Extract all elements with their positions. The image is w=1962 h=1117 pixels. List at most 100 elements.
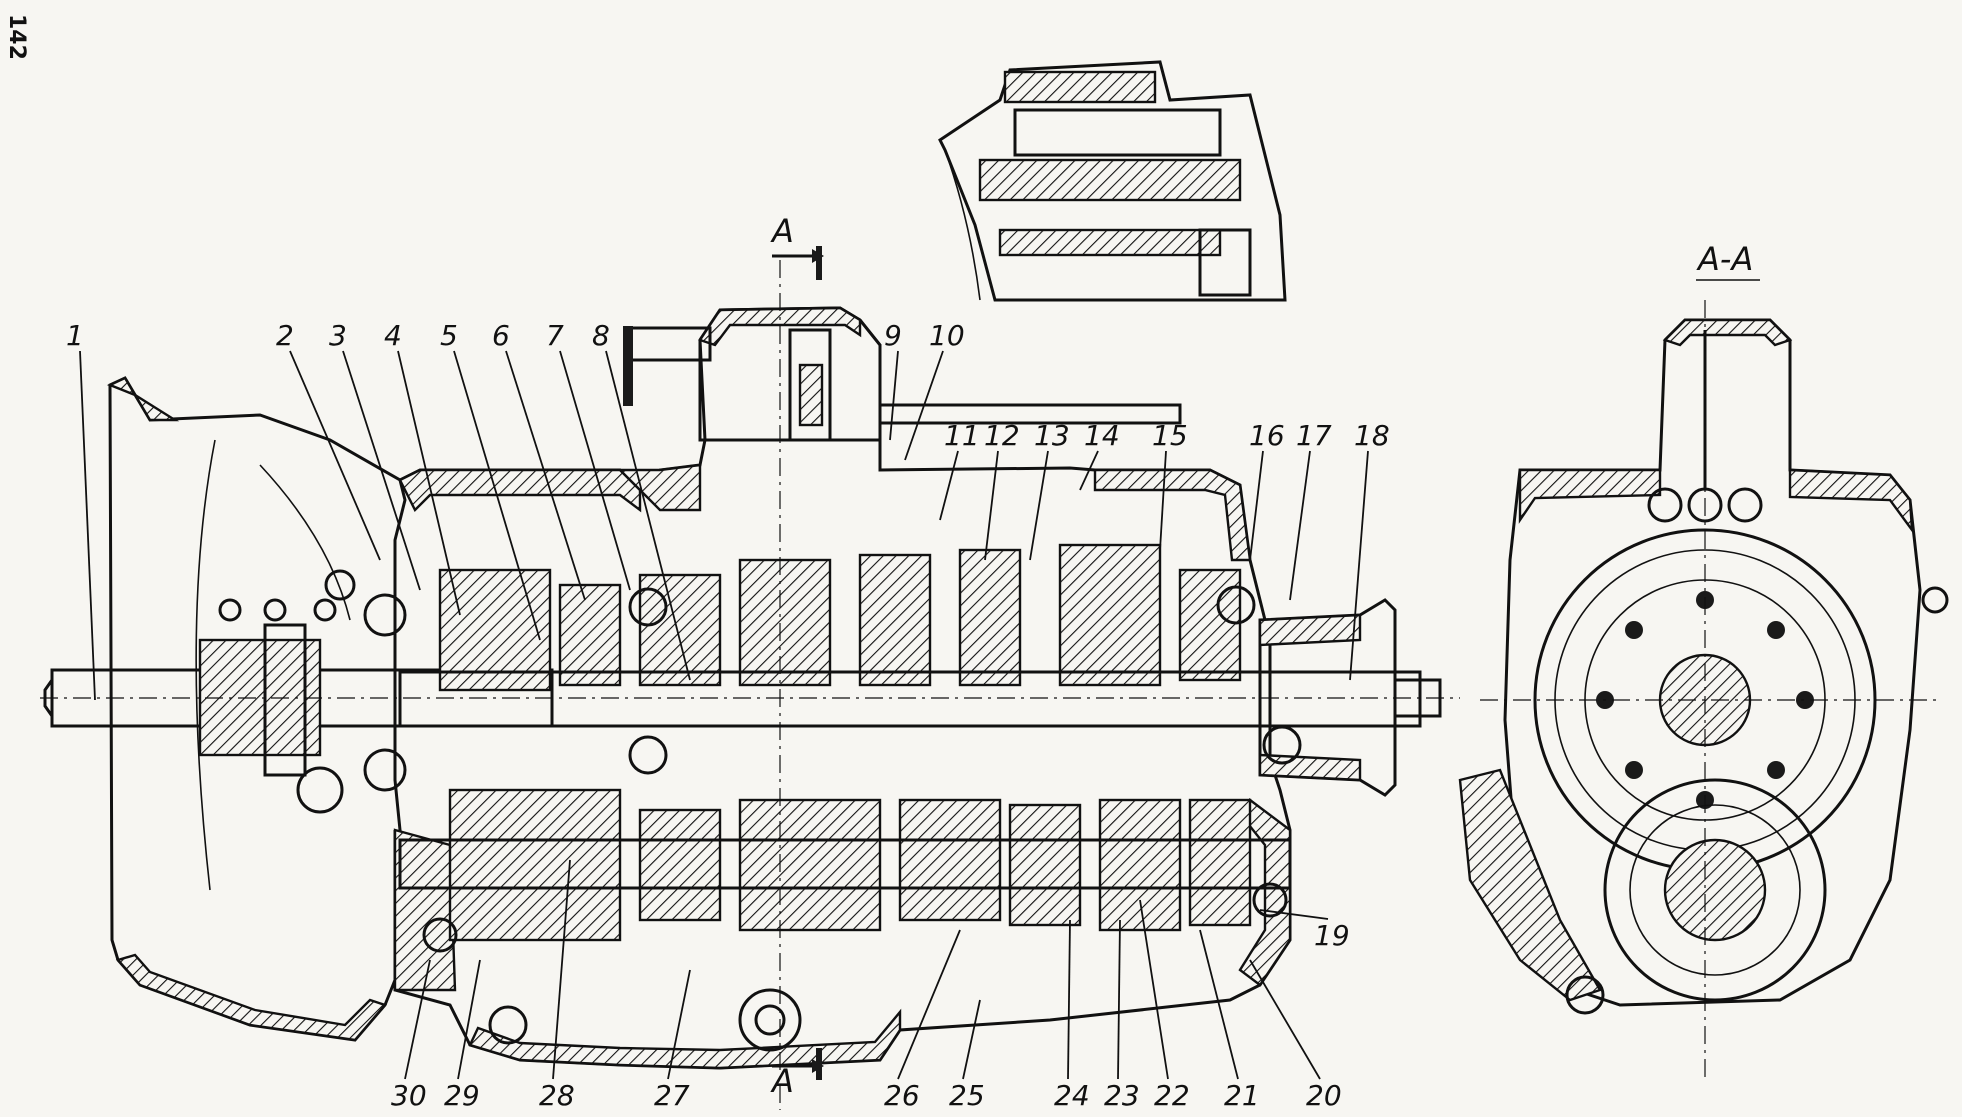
callout-label-28: 28	[539, 1079, 575, 1112]
callout-5: 5	[440, 319, 541, 641]
callout-11: 11	[939, 419, 980, 521]
callout-leader-25	[962, 999, 981, 1080]
main-shaft	[398, 670, 1422, 728]
callout-1: 1	[66, 319, 96, 701]
callout-leader-9	[889, 350, 899, 441]
callout-label-7: 7	[546, 319, 564, 352]
callout-leader-17	[1289, 450, 1311, 601]
callout-label-15: 15	[1152, 419, 1188, 452]
callout-10: 10	[904, 319, 965, 461]
callout-leader-24	[1067, 919, 1071, 1080]
callout-leader-26	[897, 929, 961, 1080]
callout-leader-7	[559, 350, 631, 591]
callout-label-25: 25	[949, 1079, 985, 1112]
callout-24: 24	[1054, 919, 1090, 1112]
callout-leader-27	[667, 969, 691, 1080]
callout-17: 17	[1289, 419, 1332, 601]
callout-8: 8	[592, 319, 691, 681]
side-bracket	[1458, 768, 1602, 1002]
callout-label-21: 21	[1224, 1079, 1260, 1112]
callout-leader-16	[1249, 450, 1264, 561]
callout-leader-8	[605, 350, 691, 681]
shift-lever-stub	[628, 326, 712, 362]
callout-leader-28	[552, 859, 571, 1080]
top-detail-view	[938, 60, 1287, 302]
callout-leader-4	[397, 350, 461, 616]
callout-3: 3	[329, 319, 421, 591]
main-section-view	[43, 306, 1442, 1070]
callout-leader-20	[1249, 959, 1321, 1080]
callout-leader-12	[984, 450, 999, 561]
callout-15: 15	[1152, 419, 1188, 551]
section-mark-bottom: A	[770, 1048, 824, 1100]
callout-label-2: 2	[276, 319, 294, 352]
callout-leader-19	[1259, 909, 1329, 920]
callout-leader-30	[404, 959, 431, 1080]
callout-leader-29	[457, 959, 481, 1080]
callout-leader-5	[453, 350, 541, 641]
callout-12: 12	[984, 419, 1020, 561]
callout-leader-3	[342, 350, 421, 591]
main-shaft-gears	[438, 543, 1242, 692]
callout-leader-18	[1349, 450, 1369, 681]
callout-label-11: 11	[944, 419, 980, 452]
callout-20: 20	[1249, 959, 1342, 1112]
bearings	[363, 585, 1302, 953]
callout-label-6: 6	[492, 319, 510, 352]
section-a-a-view	[1458, 318, 1949, 1015]
svg-text:A-A: A-A	[1696, 240, 1753, 278]
callout-label-8: 8	[592, 319, 610, 352]
callout-label-27: 27	[654, 1079, 690, 1112]
callout-leader-15	[1159, 450, 1167, 551]
countershaft	[398, 838, 1292, 890]
callout-label-30: 30	[391, 1079, 427, 1112]
callout-2: 2	[276, 319, 381, 561]
callout-label-12: 12	[984, 419, 1020, 452]
callout-label-10: 10	[929, 319, 965, 352]
callout-9: 9	[884, 319, 902, 441]
callout-18: 18	[1349, 419, 1390, 681]
lower-gear	[1603, 778, 1827, 1002]
callout-label-26: 26	[884, 1079, 920, 1112]
callout-label-18: 18	[1354, 419, 1390, 452]
drain-plug	[738, 988, 802, 1052]
svg-text:A: A	[770, 212, 794, 250]
callout-29: 29	[444, 959, 481, 1112]
callout-leader-6	[505, 350, 586, 601]
callout-label-29: 29	[444, 1079, 480, 1112]
callout-leader-23	[1117, 919, 1121, 1080]
callout-label-20: 20	[1306, 1079, 1342, 1112]
callout-leader-10	[904, 350, 944, 461]
callout-label-24: 24	[1054, 1079, 1090, 1112]
callout-19: 19	[1259, 909, 1350, 952]
callout-28: 28	[539, 859, 575, 1112]
callout-6: 6	[492, 319, 586, 601]
callout-label-16: 16	[1249, 419, 1285, 452]
page-number: 142	[4, 14, 29, 60]
callout-27: 27	[654, 969, 691, 1112]
callout-leader-1	[79, 350, 96, 701]
callout-leader-13	[1029, 450, 1049, 561]
callout-label-17: 17	[1296, 419, 1332, 452]
callout-label-22: 22	[1154, 1079, 1190, 1112]
callout-label-14: 14	[1084, 419, 1120, 452]
svg-text:A: A	[770, 1062, 794, 1100]
mounting-bolts	[218, 569, 356, 814]
callout-26: 26	[884, 929, 961, 1112]
callout-30: 30	[391, 959, 431, 1112]
callout-label-9: 9	[884, 319, 902, 352]
callout-leader-21	[1199, 929, 1239, 1080]
callout-label-4: 4	[384, 319, 402, 352]
center-lines	[40, 260, 1940, 1110]
callout-22: 22	[1139, 899, 1190, 1112]
callout-label-1: 1	[66, 319, 84, 352]
countershaft-gears	[448, 788, 1252, 942]
callout-label-23: 23	[1104, 1079, 1140, 1112]
callout-14: 14	[1079, 419, 1120, 491]
callout-label-3: 3	[329, 319, 347, 352]
callout-label-13: 13	[1034, 419, 1070, 452]
callout-16: 16	[1249, 419, 1285, 561]
callout-leader-11	[939, 450, 959, 521]
